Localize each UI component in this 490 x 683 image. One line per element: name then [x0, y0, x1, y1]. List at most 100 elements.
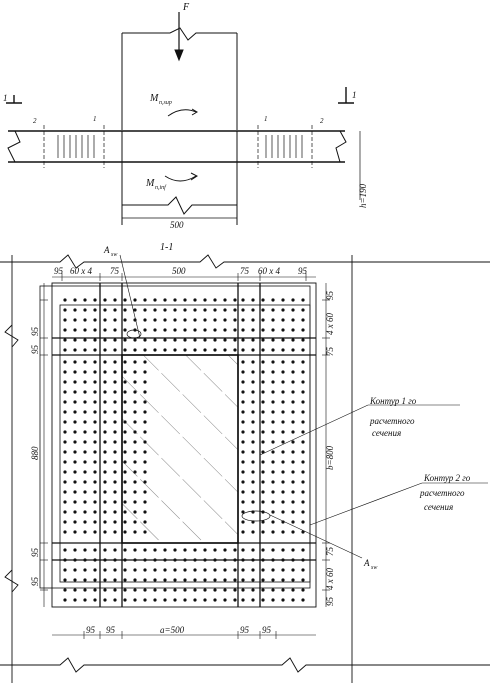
stud-dot	[123, 338, 127, 342]
stud-dot	[241, 510, 245, 514]
stud-dot	[123, 348, 127, 352]
stud-dot	[281, 400, 285, 404]
plan-left-break	[4, 324, 19, 348]
stud-dot	[163, 308, 167, 312]
stud-dot	[123, 400, 127, 404]
dim-left-3: 95	[30, 548, 40, 558]
stud-dot	[281, 588, 285, 592]
stud-dot	[83, 360, 87, 364]
stud-dot	[103, 578, 107, 582]
stud-dot	[93, 480, 97, 484]
stud-dot	[193, 578, 197, 582]
stud-dot	[291, 338, 295, 342]
stud-dot	[301, 298, 305, 302]
stud-dot	[291, 298, 295, 302]
stud-dot	[193, 328, 197, 332]
stud-dot	[241, 380, 245, 384]
stud-dot	[301, 360, 305, 364]
stud-dot	[123, 440, 127, 444]
stud-dot	[203, 548, 207, 552]
stud-dot	[271, 490, 275, 494]
stud-dot	[113, 520, 117, 524]
dim-right-5: 4 x 60	[325, 568, 335, 590]
dim-bottom-2: a=500	[160, 625, 185, 635]
stud-dot	[291, 500, 295, 504]
stud-dot	[73, 390, 77, 394]
stud-dot	[301, 328, 305, 332]
column-section	[121, 354, 239, 544]
asw-top-leader	[119, 254, 141, 339]
stud-dot	[73, 410, 77, 414]
dim-top-4: 75	[240, 266, 250, 276]
dim-top-1: 60 x 4	[70, 266, 92, 276]
stud-dot	[133, 390, 137, 394]
stud-dot	[113, 420, 117, 424]
stud-dot	[63, 338, 67, 342]
stud-dot	[261, 598, 265, 602]
stud-dot	[83, 338, 87, 342]
stud-dot	[281, 328, 285, 332]
stud-dot	[233, 338, 237, 342]
stud-dot	[291, 558, 295, 562]
dim-bottom-4: 95	[262, 625, 272, 635]
stud-dot	[123, 370, 127, 374]
stud-dot	[63, 328, 67, 332]
stud-dot	[83, 598, 87, 602]
stud-dot	[241, 500, 245, 504]
stud-dot	[143, 370, 147, 374]
stud-dot	[63, 380, 67, 384]
stud-dot	[93, 328, 97, 332]
stud-dot	[103, 370, 107, 374]
asw-bottom-label: A	[363, 558, 370, 568]
dim-bottom-0: 95	[86, 625, 96, 635]
stud-dot	[241, 558, 245, 562]
stud-dot	[301, 460, 305, 464]
stud-dot	[281, 568, 285, 572]
stud-dot	[281, 530, 285, 534]
stud-dot	[93, 598, 97, 602]
stud-dot	[123, 450, 127, 454]
reinf-end-left-label: 1	[93, 115, 97, 123]
stud-dot	[103, 430, 107, 434]
moment-sup-label: M	[149, 93, 159, 104]
stud-dot	[73, 558, 77, 562]
stud-dot	[133, 400, 137, 404]
stud-dot	[251, 480, 255, 484]
plan-section	[0, 254, 490, 683]
stud-dot	[83, 500, 87, 504]
stud-dot	[103, 520, 107, 524]
stud-dot	[103, 460, 107, 464]
stud-dot	[301, 588, 305, 592]
stud-dot	[251, 500, 255, 504]
stud-dot	[281, 548, 285, 552]
stud-dot	[251, 400, 255, 404]
stud-dot	[133, 410, 137, 414]
stud-dot	[193, 318, 197, 322]
stud-dot	[281, 338, 285, 342]
stud-dot	[143, 500, 147, 504]
dim-left-2: 880	[30, 446, 40, 460]
stud-dot	[203, 348, 207, 352]
stud-dot	[103, 338, 107, 342]
stud-dot	[241, 348, 245, 352]
stud-dot	[83, 370, 87, 374]
stud-dot	[93, 308, 97, 312]
stud-dot	[73, 520, 77, 524]
stud-dot	[261, 548, 265, 552]
stud-dot	[183, 318, 187, 322]
moment-inf-arc	[164, 175, 197, 182]
stud-dot	[103, 420, 107, 424]
stud-dot	[133, 440, 137, 444]
stud-dot	[93, 348, 97, 352]
stud-dot	[213, 558, 217, 562]
stud-dot	[213, 548, 217, 552]
stud-dot	[93, 460, 97, 464]
stud-dot	[281, 578, 285, 582]
stud-dot	[133, 500, 137, 504]
stud-dot	[203, 588, 207, 592]
dim-top-2: 75	[110, 266, 120, 276]
slab-edges	[8, 130, 345, 163]
stud-dot	[143, 380, 147, 384]
stud-dot	[73, 480, 77, 484]
stud-dot	[83, 490, 87, 494]
